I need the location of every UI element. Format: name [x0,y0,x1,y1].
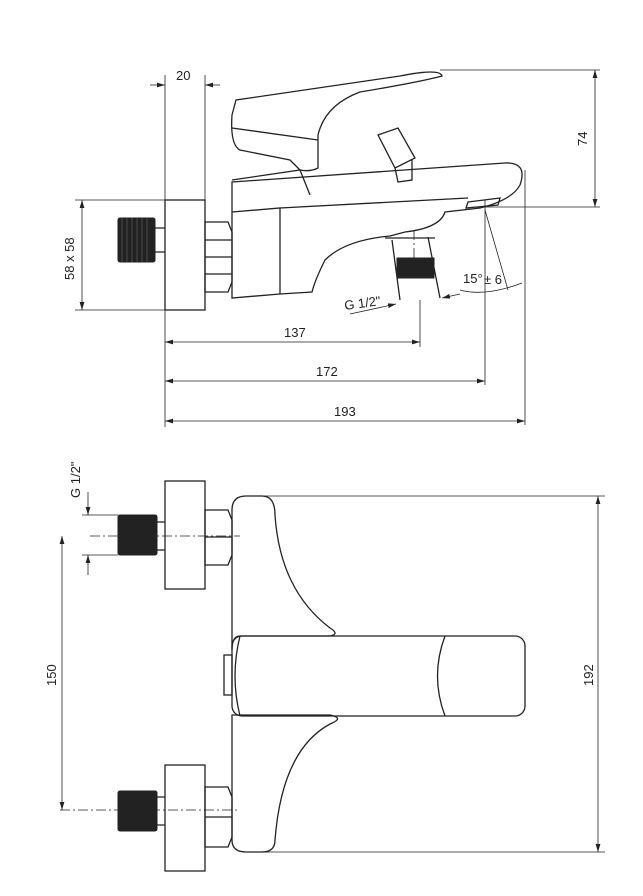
body-upper [231,495,336,651]
wall-plate-top [164,480,206,590]
dim-plate-depth: 20 [176,68,190,83]
outlet-thread [396,257,435,279]
dim-height-front: 192 [581,664,596,686]
faucet-body [231,162,523,299]
inlet-thread-top [117,514,158,556]
dim-inlet-spacing: 150 [44,664,59,686]
pipe [155,227,165,253]
dim-height-side: 74 [575,132,590,146]
dim-angle-tolerance: ± 6 [484,272,502,287]
front-view: G 1/2" 150 192 [44,461,605,872]
wall-plate [164,199,206,311]
dim-total-depth: 193 [334,404,356,419]
hex-nut [204,221,233,293]
diverter-knob [377,127,416,183]
lever-handle-front [231,635,526,717]
dim-inlet-thread: G 1/2" [68,461,83,498]
dim-outlet-thread: G 1/2" [343,293,382,313]
wall-plate-bottom [164,764,206,872]
dim-plate-size: 58 x 58 [62,237,77,280]
dim-spout-distance: 172 [316,364,338,379]
thread-connector [117,217,156,263]
lever-handle [231,71,443,172]
inlet-thread-bottom [117,790,158,832]
body-lower [231,714,339,853]
dim-outlet-distance: 137 [284,325,306,340]
side-view: 20 58 x 58 74 G 1/2" 15° ± 6 137 172 193 [62,68,600,427]
dim-angle: 15° [463,271,483,286]
